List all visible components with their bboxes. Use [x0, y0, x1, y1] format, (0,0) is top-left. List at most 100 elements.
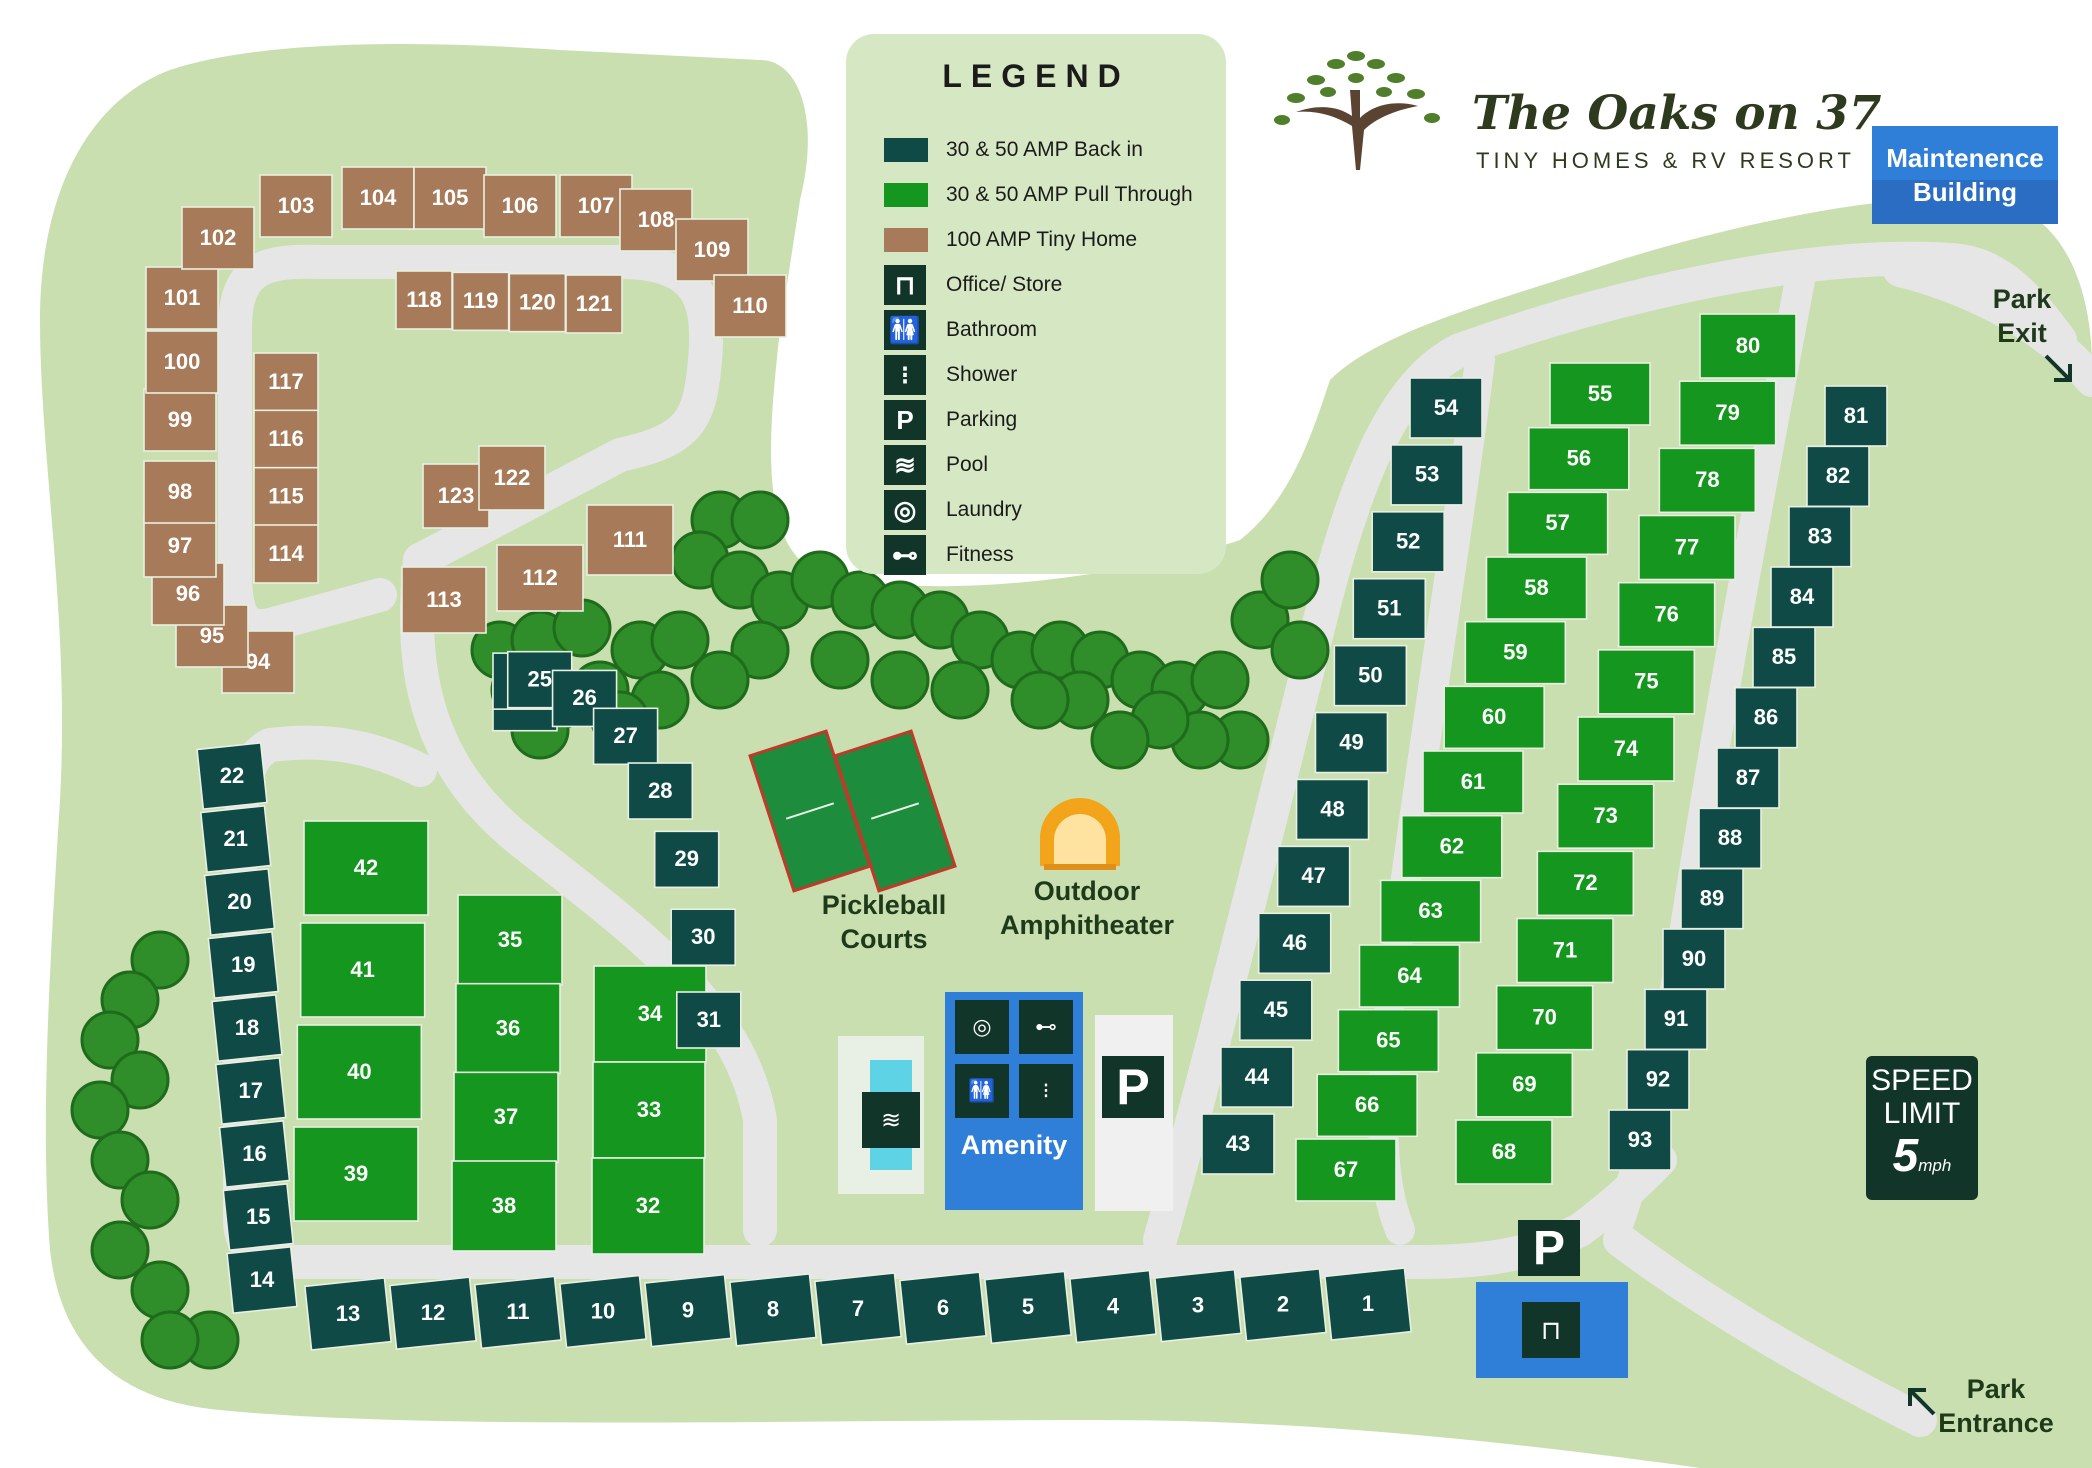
site-plot [983, 1270, 1073, 1345]
site-plot [145, 266, 219, 330]
tree [90, 1220, 150, 1280]
site-plot [1409, 377, 1483, 439]
site-plot [211, 993, 283, 1063]
legend-label: 30 & 50 AMP Pull Through [946, 183, 1193, 206]
site-plot [1626, 1048, 1690, 1111]
site-label: 81 [1844, 403, 1868, 428]
legend-swatch [884, 228, 928, 252]
site-label: 65 [1376, 1027, 1400, 1052]
site-90: 90 [1662, 928, 1726, 990]
site-42: 42 [303, 820, 429, 916]
site-plot [1295, 1138, 1397, 1202]
site-label: 31 [697, 1007, 721, 1032]
site-121: 121 [565, 274, 623, 334]
site-plot [565, 274, 623, 334]
site-plot [222, 1182, 295, 1252]
laundry-icon: ◎ [884, 490, 926, 530]
site-plot [207, 930, 280, 1000]
legend-label: 100 AMP Tiny Home [946, 228, 1138, 251]
tree [1190, 650, 1250, 710]
site-label: 41 [350, 957, 374, 982]
site-9: 9 [643, 1273, 733, 1348]
site-label: 38 [492, 1193, 516, 1218]
site-52: 52 [1371, 511, 1445, 573]
site-61: 61 [1422, 750, 1524, 814]
site-plot [1658, 447, 1757, 514]
laundry-icon: ◎ [955, 1000, 1009, 1054]
brand-subtitle: TINY HOMES & RV RESORT [1476, 148, 1855, 173]
site-76: 76 [1617, 581, 1716, 648]
site-label: 22 [220, 763, 244, 788]
tree [120, 1170, 180, 1230]
site-label: 39 [344, 1161, 368, 1186]
site-20: 20 [203, 867, 276, 937]
site-54: 54 [1409, 377, 1483, 439]
site-116: 116 [253, 409, 319, 470]
legend-item: ⊷Fitness [884, 535, 1014, 575]
site-plot [1390, 444, 1464, 506]
site-label: 100 [164, 349, 201, 374]
site-label: 93 [1628, 1127, 1652, 1152]
site-14: 14 [226, 1245, 298, 1315]
site-label: 53 [1415, 462, 1439, 487]
site-70: 70 [1495, 984, 1594, 1051]
site-115: 115 [253, 466, 319, 527]
site-22: 22 [196, 741, 268, 811]
tree [870, 650, 930, 710]
site-label: 15 [246, 1204, 270, 1229]
site-label: 99 [168, 407, 192, 432]
amphitheater-label: Outdoor Amphitheater [999, 876, 1175, 940]
site-label: 92 [1646, 1066, 1670, 1091]
tree [1260, 550, 1320, 610]
parking-sign-amenity: P [1102, 1056, 1164, 1118]
site-93: 93 [1608, 1109, 1672, 1171]
site-plot [143, 460, 217, 524]
park-exit-label: Park Exit [1992, 284, 2052, 348]
site-label: 36 [496, 1015, 520, 1040]
site-label: 107 [578, 193, 615, 218]
site-120: 120 [508, 272, 567, 333]
site-plot [1475, 1052, 1574, 1118]
site-36: 36 [455, 982, 561, 1075]
site-plot [1257, 912, 1332, 975]
site-plot [1464, 620, 1567, 685]
site-label: 113 [426, 587, 462, 612]
legend-label: Bathroom [946, 318, 1038, 341]
site-111: 111 [586, 504, 674, 576]
site-label: 67 [1334, 1157, 1358, 1182]
site-92: 92 [1626, 1048, 1690, 1111]
site-plot [1662, 928, 1726, 990]
site-97: 97 [143, 514, 217, 578]
site-plot [1752, 626, 1816, 689]
site-plot [675, 218, 749, 282]
site-label: 82 [1826, 463, 1850, 488]
site-60: 60 [1443, 685, 1545, 750]
site-10: 10 [558, 1274, 648, 1349]
site-plot [1220, 1046, 1294, 1108]
site-label: 28 [648, 778, 672, 803]
site-label: 33 [637, 1097, 661, 1122]
site-plot [1716, 747, 1780, 809]
site-68: 68 [1455, 1119, 1553, 1185]
site-plot [1316, 1073, 1418, 1138]
site-label: 3 [1192, 1292, 1204, 1317]
site-label: 51 [1377, 596, 1401, 621]
amphitheater-icon [1040, 798, 1120, 870]
road-upper-loop [218, 244, 724, 643]
legend-item: ⊓Office/ Store [884, 265, 1062, 305]
site-plot [1401, 814, 1503, 879]
site-plot [1239, 979, 1313, 1041]
site-plot [592, 1061, 706, 1159]
site-label: 109 [694, 237, 731, 262]
site-4: 4 [1068, 1269, 1158, 1344]
site-40: 40 [296, 1024, 423, 1120]
tree [730, 620, 790, 680]
shower-icon: ⁝ [1019, 1064, 1073, 1118]
site-label: 62 [1440, 833, 1464, 858]
site-plot [586, 504, 674, 576]
site-label: 27 [613, 723, 637, 748]
site-38: 38 [451, 1160, 557, 1252]
shower-icon: ⁝ [884, 355, 926, 395]
legend-item: 100 AMP Tiny Home [884, 220, 1137, 260]
